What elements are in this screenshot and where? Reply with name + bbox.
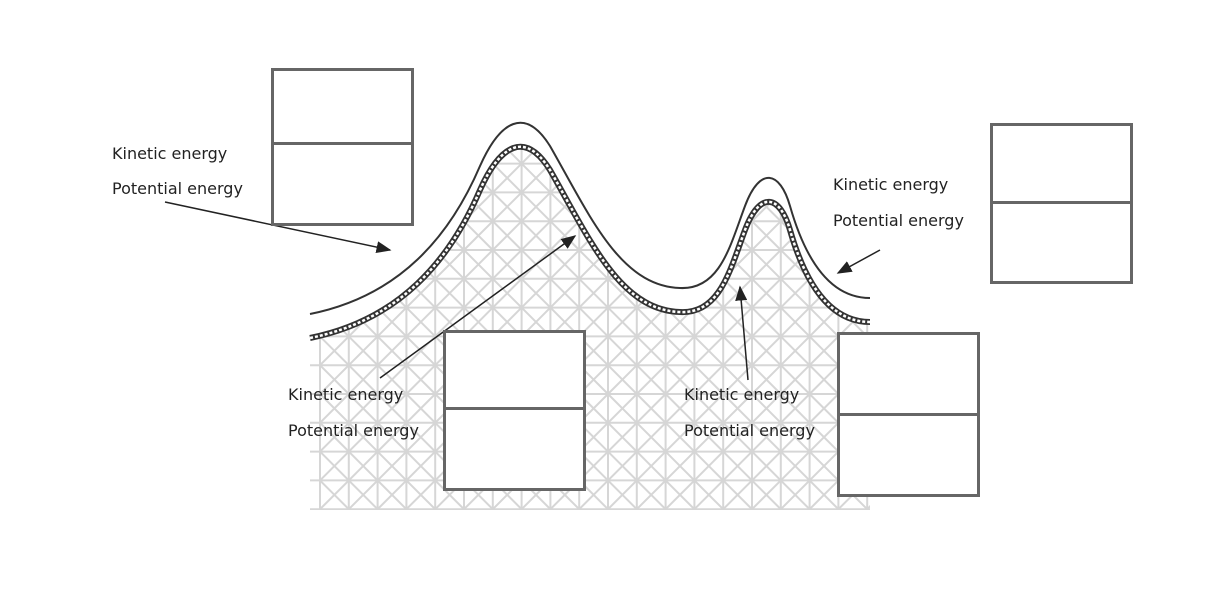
kinetic-label-4: Kinetic energy <box>684 385 800 404</box>
potential-label-2: Potential energy <box>833 211 964 230</box>
potential-answer-box-1[interactable] <box>271 142 414 226</box>
potential-label-3: Potential energy <box>288 421 419 440</box>
kinetic-answer-box-4[interactable] <box>837 332 980 416</box>
arrow-2 <box>379 235 577 379</box>
kinetic-label-1: Kinetic energy <box>112 144 228 163</box>
potential-answer-box-3[interactable] <box>443 407 586 491</box>
potential-answer-box-4[interactable] <box>837 413 980 497</box>
potential-label-1: Potential energy <box>112 179 243 198</box>
arrow-4 <box>836 249 881 274</box>
potential-label-4: Potential energy <box>684 421 815 440</box>
track-upper-rail <box>309 121 871 315</box>
arrow-3 <box>735 285 749 381</box>
kinetic-answer-box-1[interactable] <box>271 68 414 145</box>
kinetic-label-2: Kinetic energy <box>833 175 949 194</box>
kinetic-label-3: Kinetic energy <box>288 385 404 404</box>
potential-answer-box-2[interactable] <box>990 201 1133 284</box>
arrow-1 <box>164 201 392 254</box>
kinetic-answer-box-2[interactable] <box>990 123 1133 204</box>
kinetic-answer-box-3[interactable] <box>443 330 586 411</box>
